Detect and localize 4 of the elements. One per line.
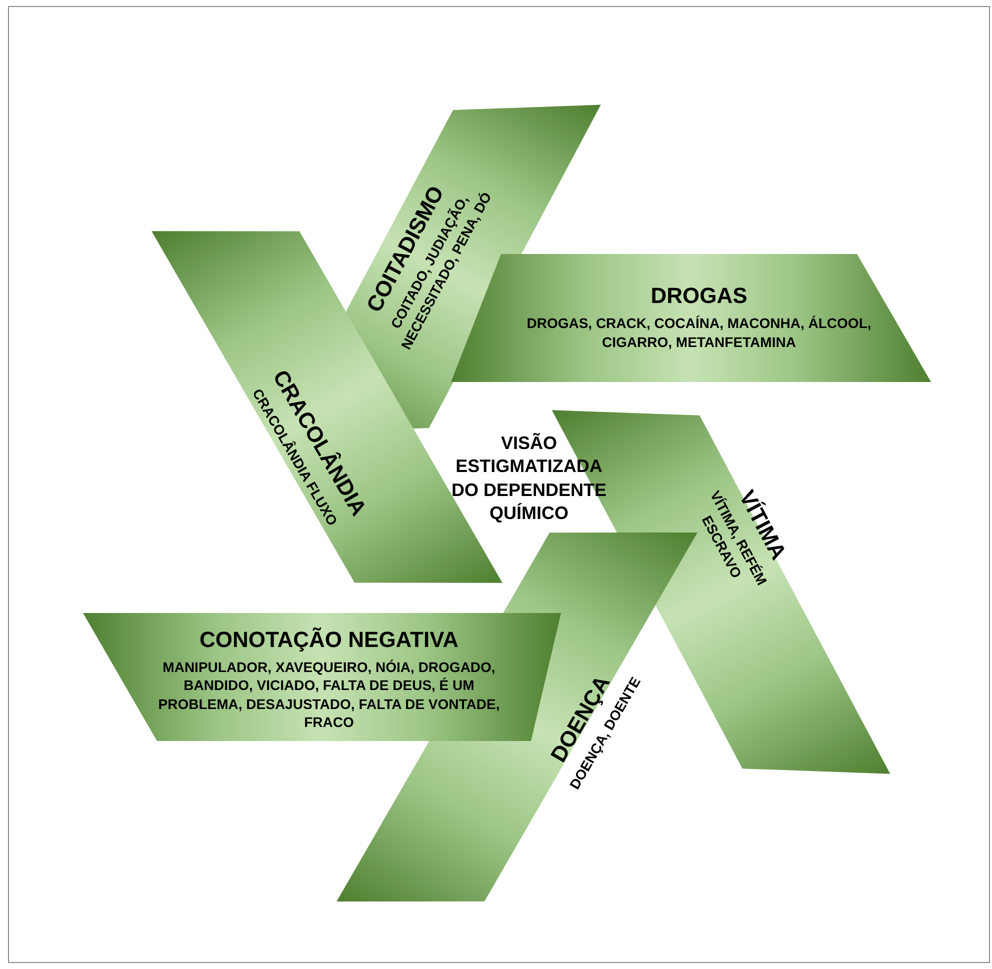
ribbon-terms: MANIPULADOR, XAVEQUEIRO, NÓIA, DROGADO, BANDIDO, VICIADO, FALTA DE DEUS, É UM PROBLEMA, DESAJUSTADO, FALTA DE VONTADE, FRACO <box>157 658 501 732</box>
ribbon-terms: DROGAS, CRACK, COCAÍNA, MACONHA, ÁLCOOL, CIGARRO, METANFETAMINA <box>526 314 872 351</box>
ribbon-heading: DROGAS <box>650 283 748 308</box>
ribbon-heading: CONOTAÇÃO NEGATIVA <box>199 626 459 652</box>
